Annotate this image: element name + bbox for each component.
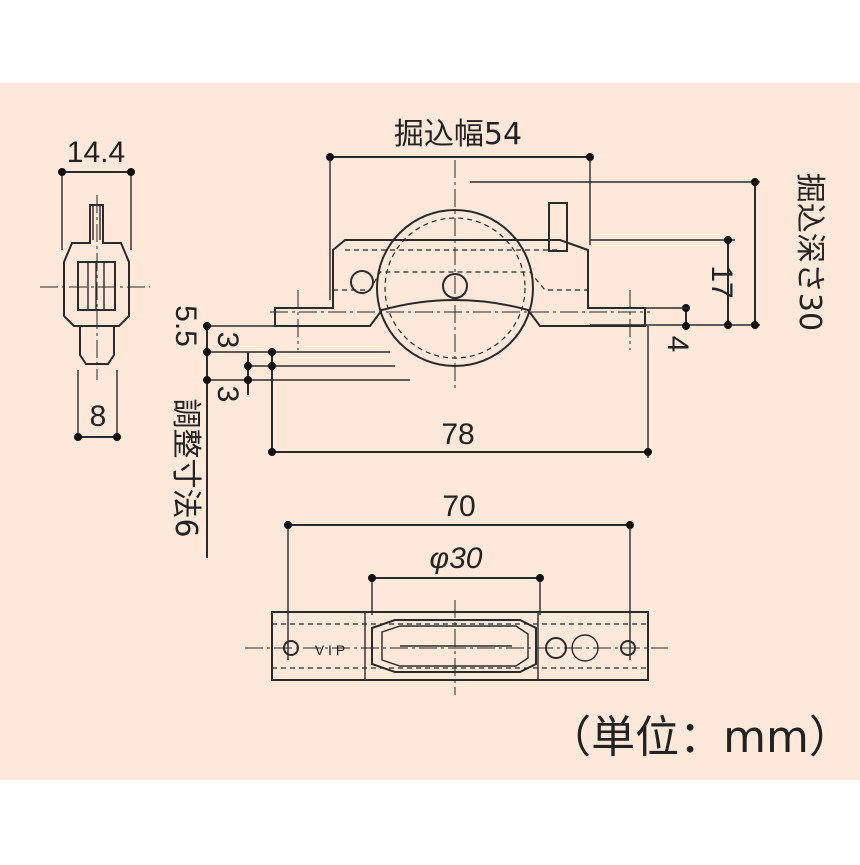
dim-overall-78: 78	[441, 418, 474, 451]
dim-overall-70: 70	[442, 490, 475, 523]
dim-cut-width: 掘込幅54	[394, 117, 522, 152]
dim-height-4: 4	[661, 336, 694, 353]
dim-cut-depth: 掘込深さ30	[792, 173, 827, 331]
dim-3-upper: 3	[211, 332, 244, 349]
dim-5-5: 5.5	[169, 305, 202, 347]
dim-adjust: 調整寸法6	[168, 398, 203, 537]
plan-view: 70 φ30 V I P	[245, 490, 668, 695]
side-view: 14.4 8	[40, 136, 150, 441]
dim-3-lower: 3	[211, 386, 244, 403]
dim-bottom-width: 8	[90, 400, 107, 433]
dim-top-width: 14.4	[67, 136, 125, 169]
drawing-background	[0, 83, 860, 780]
dim-wheel-diameter: φ30	[430, 542, 483, 575]
unit-note: （単位：mm）	[547, 712, 853, 763]
front-view: 掘込幅54 掘込深さ30 17 4 5.5 3 3 調整	[168, 117, 827, 558]
vip-marking: V I P	[315, 642, 345, 658]
dim-height-17: 17	[705, 265, 738, 298]
